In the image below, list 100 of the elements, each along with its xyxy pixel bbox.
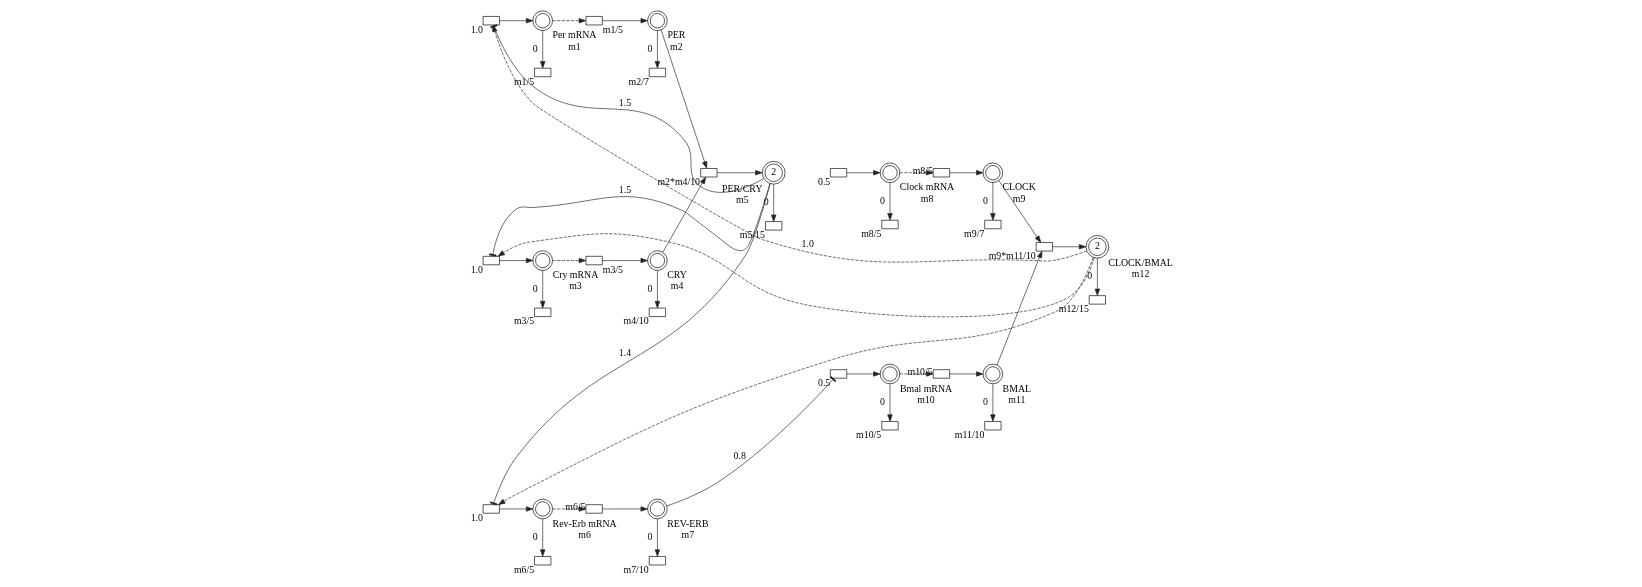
node-box <box>983 219 1001 230</box>
edge-label: 1.0 <box>801 237 814 249</box>
connector <box>488 183 770 257</box>
node-label: m12/15 <box>1058 303 1089 315</box>
node-label: m2 <box>669 40 683 52</box>
arrow <box>551 257 586 264</box>
node-label: m8/5 <box>860 227 881 239</box>
edge-label: 1.5 <box>618 96 631 108</box>
node-label: CRY <box>666 269 687 281</box>
node-label: CLOCK <box>1001 181 1036 193</box>
edge-label: 0.8 <box>733 450 746 462</box>
node-label: m6 <box>577 528 591 540</box>
node-label: PER/CRY <box>721 183 762 195</box>
node-label: m3/5 <box>513 315 534 327</box>
node-box <box>482 256 500 266</box>
node-label: Rev-Erb mRNA <box>552 517 617 529</box>
arrow <box>551 18 586 24</box>
node-label: Cry mRNA <box>552 269 598 281</box>
edge-label: 0 <box>1086 270 1092 282</box>
node-box <box>699 168 717 178</box>
node-label: m10/5 <box>907 365 933 377</box>
node-box <box>829 168 847 178</box>
node-label: Per mRNA <box>552 29 596 41</box>
edge-label: 0 <box>879 395 885 407</box>
node-label: m12 <box>1131 268 1149 280</box>
node-label: m11/10 <box>954 428 984 440</box>
node-box <box>585 504 603 514</box>
node-label: m11 <box>1007 393 1025 405</box>
arrow <box>498 257 533 264</box>
node-label: m6/5 <box>513 563 534 575</box>
arrow <box>899 371 933 377</box>
edge-label: 1.4 <box>618 347 631 359</box>
arrow <box>539 270 545 309</box>
arrow <box>948 170 983 176</box>
arrow <box>1094 257 1100 296</box>
edge-label: 0 <box>646 282 652 294</box>
node-box <box>880 421 898 431</box>
edge-label: 0 <box>763 196 769 208</box>
node-label: m7 <box>681 528 694 540</box>
node-label: PER <box>666 29 685 41</box>
arrow <box>654 518 660 557</box>
arrow <box>601 257 648 264</box>
node-label: Clock mRNA <box>899 181 954 193</box>
node-label: Bmal mRNA <box>899 382 952 394</box>
arrow <box>770 183 776 222</box>
arrow <box>1051 244 1086 250</box>
node-label: REV-ERB <box>666 517 708 529</box>
arrow <box>498 506 533 512</box>
arrow <box>716 170 762 176</box>
node-label: m8 <box>920 192 933 204</box>
node-label: m9/7 <box>963 227 984 239</box>
node-label: m2*m4/10 <box>656 175 700 187</box>
node-label: m10 <box>916 393 935 405</box>
node-label: m9*m11/10 <box>988 249 1036 261</box>
node-label: m3/5 <box>602 263 623 275</box>
arrow <box>662 176 706 253</box>
arrow <box>998 180 1041 243</box>
node-box <box>648 556 666 566</box>
node-label: m1/5 <box>602 23 623 35</box>
arrow <box>660 29 707 169</box>
node-label: 1.0 <box>470 263 483 275</box>
arrow <box>948 371 983 377</box>
node-box <box>1088 295 1106 305</box>
node-box <box>764 221 782 231</box>
arrow <box>899 170 933 176</box>
node-label: m10/5 <box>855 428 881 440</box>
node-label: m5 <box>735 194 749 206</box>
node-box <box>648 307 666 317</box>
node-box <box>533 307 551 317</box>
edge-label: 0 <box>646 530 652 542</box>
connector <box>666 376 836 507</box>
node-box <box>983 421 1001 431</box>
node-box <box>585 256 603 266</box>
node-label: m1 <box>567 40 581 52</box>
edge-label: 0 <box>646 42 652 54</box>
node-box <box>585 16 603 26</box>
edge-label: 0 <box>982 194 988 206</box>
edge-label: 0 <box>879 194 885 206</box>
arrow <box>989 383 995 422</box>
node-box <box>1035 242 1053 252</box>
edge-label: 1.5 <box>618 184 631 196</box>
edge-label: 0 <box>982 395 988 407</box>
arrow <box>539 30 545 69</box>
node-label: m4/10 <box>623 315 649 327</box>
node-label: 0.5 <box>817 377 830 389</box>
node-box <box>482 504 500 514</box>
arrow <box>845 371 880 377</box>
arrow <box>654 30 660 69</box>
arrow <box>654 270 660 309</box>
node-box <box>880 219 898 230</box>
edge-label: 0 <box>532 530 538 542</box>
connector <box>489 183 770 506</box>
node-label: m5/15 <box>739 228 765 240</box>
node-box <box>533 556 551 566</box>
node-box <box>482 16 500 26</box>
node-label: m9 <box>1012 192 1025 204</box>
arrow <box>845 170 880 176</box>
node-box <box>932 168 950 178</box>
node-label: m2/7 <box>628 75 649 87</box>
node-box <box>932 369 950 379</box>
